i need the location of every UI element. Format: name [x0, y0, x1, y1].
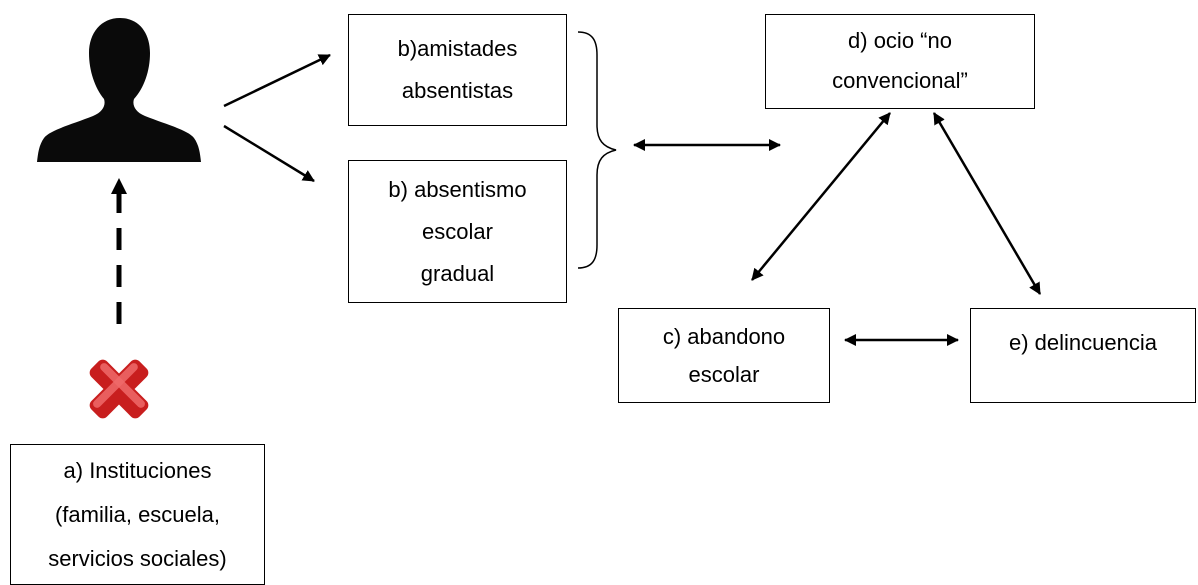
node-label-line: convencional” [832, 68, 968, 93]
double-arrow-d-to-c [751, 112, 891, 281]
node-label-line: c) abandono [662, 323, 786, 349]
node-ocio-no-convencional: d) ocio “no convencional” [765, 14, 1035, 109]
arrow-person-to-amistades [223, 53, 331, 108]
node-amistades-absentistas: b)amistades absentistas [348, 14, 567, 126]
node-label-line: absentistas [401, 78, 514, 103]
node-instituciones: a) Instituciones (familia, escuela, serv… [10, 444, 265, 585]
red-x-icon [89, 359, 149, 419]
person-silhouette-icon [37, 18, 201, 162]
double-arrow-d-to-e [932, 112, 1042, 295]
node-delincuencia: e) delincuencia [970, 308, 1196, 403]
node-label-line: a) Instituciones [63, 457, 212, 483]
node-label-line: gradual [420, 260, 495, 286]
node-abandono-escolar: c) abandono escolar [618, 308, 830, 403]
arrow-person-to-absentismo [223, 124, 315, 183]
node-label-line: b) absentismo [388, 176, 527, 202]
node-label-line: (familia, escuela, [54, 501, 221, 527]
node-label-line: b)amistades [397, 36, 518, 61]
node-label-line: e) delincuencia [1009, 330, 1157, 355]
node-label-line: escolar [688, 361, 760, 387]
node-label-line: d) ocio “no [848, 28, 952, 53]
brace-group-b [577, 31, 617, 269]
node-label-line: servicios sociales) [48, 545, 227, 571]
node-label-line: escolar [422, 218, 493, 244]
node-absentismo-escolar-gradual: b) absentismo escolar gradual [348, 160, 567, 303]
